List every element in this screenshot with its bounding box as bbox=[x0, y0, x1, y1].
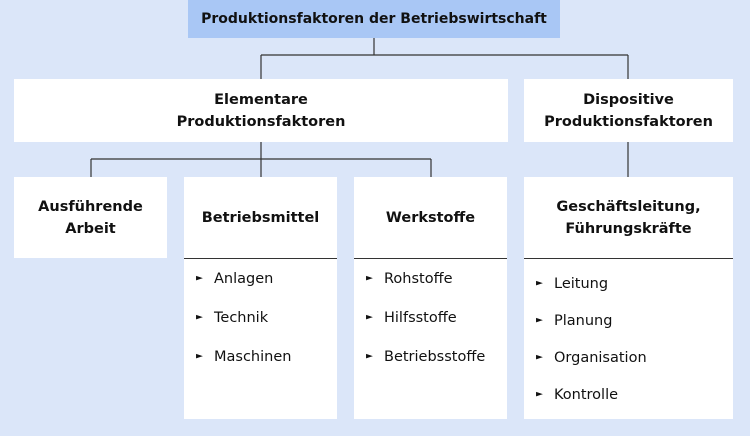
triangle-right-icon: ► bbox=[196, 351, 203, 361]
elementare-node: Elementare Produktionsfaktoren bbox=[14, 79, 508, 142]
list-item: ►Anlagen bbox=[196, 270, 274, 287]
root-node: Produktionsfaktoren der Betriebswirtscha… bbox=[188, 0, 560, 38]
triangle-right-icon: ► bbox=[536, 389, 543, 399]
triangle-right-icon: ► bbox=[196, 273, 203, 283]
dispositive-label: Dispositive Produktionsfaktoren bbox=[544, 91, 713, 130]
list-item: ►Hilfsstoffe bbox=[366, 309, 457, 326]
triangle-right-icon: ► bbox=[536, 278, 543, 288]
root-label: Produktionsfaktoren der Betriebswirtscha… bbox=[201, 11, 547, 27]
betriebsmittel-title: Betriebsmittel bbox=[184, 177, 337, 259]
list-item: ►Organisation bbox=[536, 349, 647, 366]
ausfuehrende-arbeit-node: Ausführende Arbeit bbox=[14, 177, 167, 258]
triangle-right-icon: ► bbox=[366, 312, 373, 322]
werkstoffe-node: Werkstoffe ►Rohstoffe ►Hilfsstoffe ►Betr… bbox=[354, 177, 507, 419]
dispositive-node: Dispositive Produktionsfaktoren bbox=[524, 79, 733, 142]
werkstoffe-list: ►Rohstoffe ►Hilfsstoffe ►Betriebsstoffe bbox=[354, 259, 507, 376]
betriebsmittel-node: Betriebsmittel ►Anlagen ►Technik ►Maschi… bbox=[184, 177, 337, 419]
list-item: ►Technik bbox=[196, 309, 269, 326]
list-item: ►Planung bbox=[536, 312, 613, 329]
list-item: ►Kontrolle bbox=[536, 386, 619, 403]
ausfuehrende-label: Ausführende Arbeit bbox=[38, 198, 143, 237]
triangle-right-icon: ► bbox=[366, 351, 373, 361]
triangle-right-icon: ► bbox=[536, 315, 543, 325]
betriebsmittel-list: ►Anlagen ►Technik ►Maschinen bbox=[184, 259, 337, 376]
werkstoffe-title: Werkstoffe bbox=[354, 177, 507, 259]
triangle-right-icon: ► bbox=[366, 273, 373, 283]
geschaeftsleitung-title: Geschäftsleitung, Führungskräfte bbox=[524, 177, 733, 259]
list-item: ►Betriebsstoffe bbox=[366, 348, 486, 365]
elementare-label: Elementare Produktionsfaktoren bbox=[176, 91, 346, 130]
geschaeftsleitung-node: Geschäftsleitung, Führungskräfte ►Leitun… bbox=[524, 177, 733, 419]
list-item: ►Rohstoffe bbox=[366, 270, 453, 287]
list-item: ►Maschinen bbox=[196, 348, 292, 365]
triangle-right-icon: ► bbox=[196, 312, 203, 322]
list-item: ►Leitung bbox=[536, 275, 609, 292]
geschaeftsleitung-list: ►Leitung ►Planung ►Organisation ►Kontrol… bbox=[524, 259, 733, 413]
triangle-right-icon: ► bbox=[536, 352, 543, 362]
